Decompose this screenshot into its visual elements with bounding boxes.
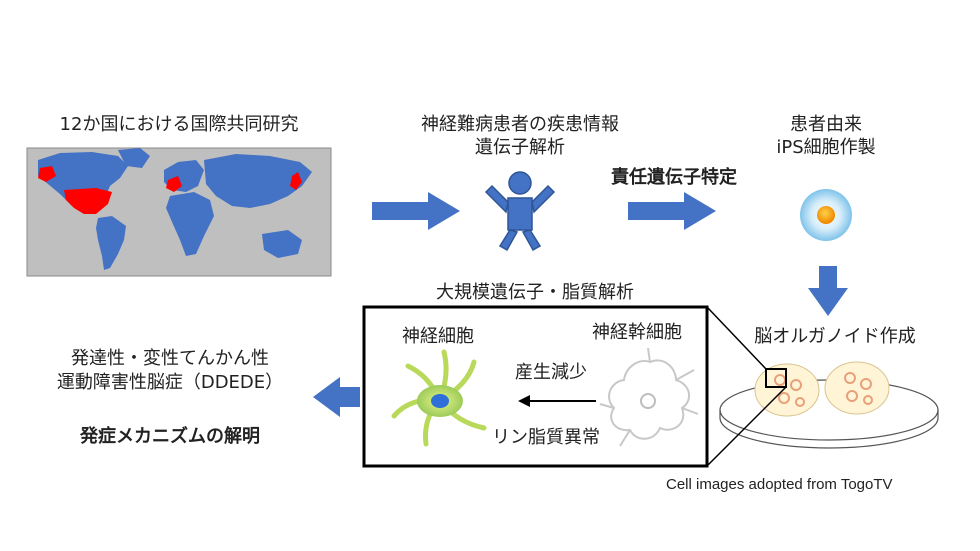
- mechanism-label: 発症メカニズムの解明: [80, 426, 260, 447]
- map-greenland: [118, 148, 150, 168]
- ips-label-line1: 患者由来: [790, 114, 862, 135]
- map-africa: [166, 192, 214, 256]
- credit-label: Cell images adopted from TogoTV: [666, 476, 893, 493]
- zoom-line-bottom: [706, 386, 787, 467]
- neuron-label: 神経細胞: [402, 326, 474, 347]
- map-north-america: [38, 152, 128, 214]
- neuron-icon: [391, 349, 487, 447]
- organoid-right: [824, 361, 890, 415]
- organoid-dish: [719, 361, 939, 449]
- ips-cell-icon: [800, 189, 852, 241]
- reduced-production-label: 産生減少: [515, 362, 587, 383]
- neural-stem-cell-label: 神経幹細胞: [592, 322, 682, 343]
- organoid-label: 脳オルガノイド作成: [754, 326, 916, 347]
- patient-info-label-line1: 神経難病患者の疾患情報: [421, 114, 619, 135]
- lipid-abnormality-label: リン脂質異常: [492, 427, 600, 448]
- arrow-map-to-patient: [372, 192, 460, 230]
- patient-person-icon: [484, 171, 556, 252]
- arrow-ips-to-organoid: [808, 266, 848, 316]
- arrow-box-to-disease: [313, 377, 360, 417]
- map-japan-highlight: [290, 172, 302, 190]
- intl-research-label: 12か国における国際共同研究: [59, 114, 299, 135]
- map-asia: [204, 154, 312, 208]
- zoom-line-top: [706, 306, 767, 370]
- neural-stem-cell-icon: [599, 347, 699, 447]
- map-alaska-highlight: [38, 166, 56, 182]
- patient-info-label-line2: 遺伝子解析: [475, 137, 565, 158]
- analysis-box: [362, 305, 709, 468]
- arrow-patient-to-ips: [628, 192, 716, 230]
- map-usa-highlight: [64, 188, 112, 214]
- ips-label-line2: iPS細胞作製: [776, 137, 876, 158]
- disease-label-line2: 運動障害性脳症（DDEDE）: [56, 372, 284, 393]
- map-south-america: [96, 216, 126, 270]
- map-australia: [262, 230, 302, 258]
- map-europe-highlight: [166, 176, 182, 192]
- organoid-zoom-square: [765, 368, 787, 388]
- disease-label-line1: 発達性・変性てんかん性: [71, 348, 269, 369]
- world-map: [26, 147, 332, 277]
- large-scale-analysis-label: 大規模遺伝子・脂質解析: [436, 282, 634, 303]
- stem-to-neuron-arrow: [518, 395, 596, 407]
- gene-identification-label: 責任遺伝子特定: [611, 167, 737, 188]
